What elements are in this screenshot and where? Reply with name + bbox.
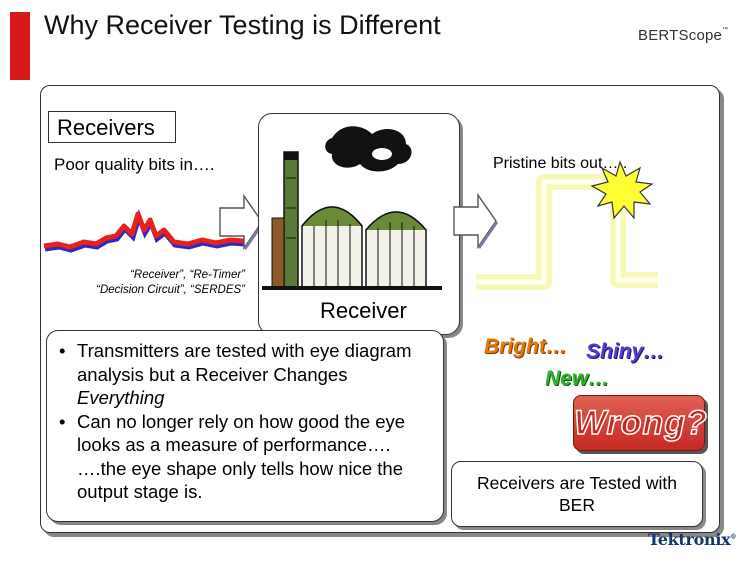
bullet-item-transmitters: • Transmitters are tested with eye diagra… (55, 339, 433, 410)
brand-logo: BERTScope™ (638, 27, 728, 44)
receiver-label: Receiver (320, 298, 407, 323)
tektronix-logo: Tektronix® (648, 530, 736, 549)
noisy-signal-line (43, 211, 245, 250)
tektronix-logo-text: Tektronix (648, 530, 731, 549)
arrow-right-icon-right (453, 193, 498, 249)
brand-trademark: ™ (722, 27, 729, 33)
bullet-dot: • (59, 340, 66, 361)
wrong-badge: Wrong? (573, 395, 708, 451)
arrow-right-icon-left (219, 194, 264, 250)
receivers-label-box: Receivers (48, 111, 176, 143)
clean-signal-graphic (476, 160, 658, 290)
bullet-1-emphasis: Everything (77, 387, 165, 408)
slide-title: Why Receiver Testing is Different (44, 10, 441, 40)
ber-box-line-2: BER (559, 495, 595, 515)
wrong-badge-text: Wrong? (573, 403, 708, 443)
clean-signal-line (476, 179, 658, 285)
word-new: New… (545, 367, 610, 390)
caption-line-2: “Decision Circuit”, “SERDES” (96, 284, 245, 296)
tektronix-registered-mark: ® (730, 533, 737, 541)
receiver-types-caption: “Receiver”, “Re-Timer” “Decision Circuit… (40, 268, 245, 298)
bullet-2-continuation: ….the eye shape only tells how nice the … (77, 457, 403, 503)
bullet-1-text: Transmitters are tested with eye diagram… (77, 340, 412, 385)
findings-bullet-box: • Transmitters are tested with eye diagra… (46, 330, 444, 522)
bullet-2-text: Can no longer rely on how good the eye l… (77, 410, 406, 456)
noisy-signal-graphic (43, 209, 246, 253)
ber-box-line-1: Receivers are Tested with (476, 473, 678, 493)
output-bits-text: Pristine bits out….. (493, 155, 628, 172)
title-accent-bar (10, 12, 30, 80)
brand-text: BERTScope (638, 27, 723, 44)
word-bright: Bright… (484, 335, 567, 358)
bullet-item-eye-shape: • Can no longer rely on how good the eye … (55, 410, 433, 504)
factory-icon (262, 126, 442, 290)
input-bits-text: Poor quality bits in…. (54, 155, 215, 174)
starburst-icon (590, 160, 654, 220)
word-shiny: Shiny… (586, 340, 665, 363)
caption-line-1: “Receiver”, “Re-Timer” (130, 269, 245, 281)
ber-conclusion-box: Receivers are Tested with BER (451, 461, 703, 527)
bullet-dot: • (59, 410, 66, 432)
